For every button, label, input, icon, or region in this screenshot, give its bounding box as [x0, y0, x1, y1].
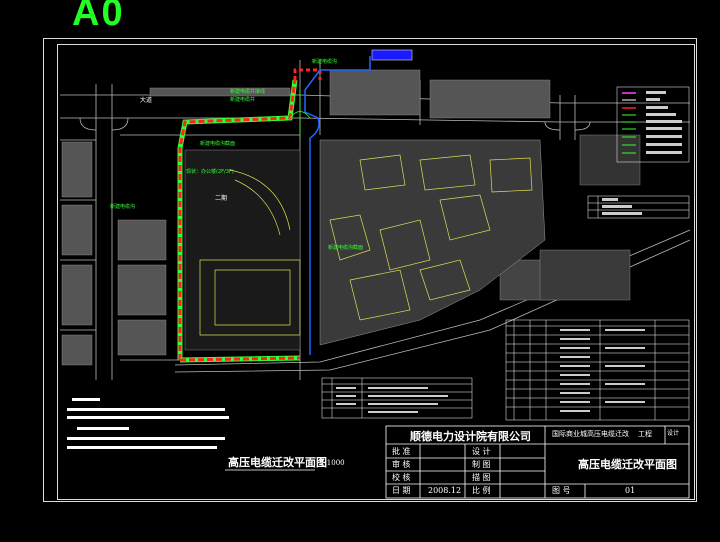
notes-line [67, 446, 217, 449]
notes-line [67, 408, 225, 411]
callout-label: 新建电缆沟截面 [200, 141, 236, 147]
notes-line [77, 427, 129, 430]
notes-line [67, 416, 229, 419]
inner-drawing-frame [57, 44, 695, 500]
review-label: 审 核 [392, 460, 411, 469]
drawing-scale: 1:1000 [320, 459, 345, 467]
cable-route-red [177, 68, 322, 363]
cable-schedule-large-text [560, 329, 645, 412]
cable-schedule-large [505, 319, 690, 421]
title-block-drawing-name: 高压电缆迁改平面图 [578, 458, 677, 471]
cable-route-green [289, 90, 311, 140]
legend-table [616, 86, 690, 163]
drawing-title: 高压电缆迁改平面图 [228, 456, 327, 469]
top-callout-box [371, 49, 413, 61]
road-label: 大道 [140, 97, 153, 104]
callout-label: 新建电缆沟截面 [328, 245, 364, 251]
top-callout-label: 新建电缆沟 [312, 59, 338, 65]
date-value: 2008.12 [428, 486, 462, 495]
cable-schedule-small [587, 195, 690, 219]
sheet-size-tag: A0 [72, 0, 125, 34]
company-name: 顺德电力设计院有限公司 [410, 430, 531, 443]
cable-route-blue [304, 56, 371, 355]
project-name: 国际商业城高压电缆迁改 [552, 430, 629, 438]
check-label: 校 核 [392, 473, 411, 482]
sheet-number-label: 图 号 [552, 486, 571, 495]
residential-block [184, 139, 546, 351]
yellow-building-outlines [199, 154, 533, 336]
callout-label: 新建电缆井接线 [230, 89, 266, 95]
proof-label: 描 图 [472, 473, 491, 482]
building-footprints [61, 69, 641, 366]
date-label: 日 期 [392, 486, 411, 495]
ratio-label: 比 例 [472, 486, 491, 495]
callout-label: 新建电缆沟 [110, 204, 136, 210]
notes-line [67, 437, 225, 440]
design-label: 设 计 [472, 447, 491, 456]
callout-label: 新建电缆井 [230, 97, 256, 103]
title-block-grid [385, 425, 690, 499]
phase-label: 工程 [638, 430, 652, 438]
phase-value: 设计 [667, 430, 680, 437]
draw-label: 制 图 [472, 460, 491, 469]
block-label: 二期 [215, 195, 228, 202]
outer-drawing-frame [43, 38, 697, 502]
notes-heading [72, 398, 100, 401]
callout-label: 现状：办公楼(2F/3F) [186, 169, 234, 175]
cable-schedule-middle [321, 377, 473, 419]
sheet-number-value: 01 [625, 486, 636, 495]
approve-label: 批 准 [392, 447, 411, 456]
